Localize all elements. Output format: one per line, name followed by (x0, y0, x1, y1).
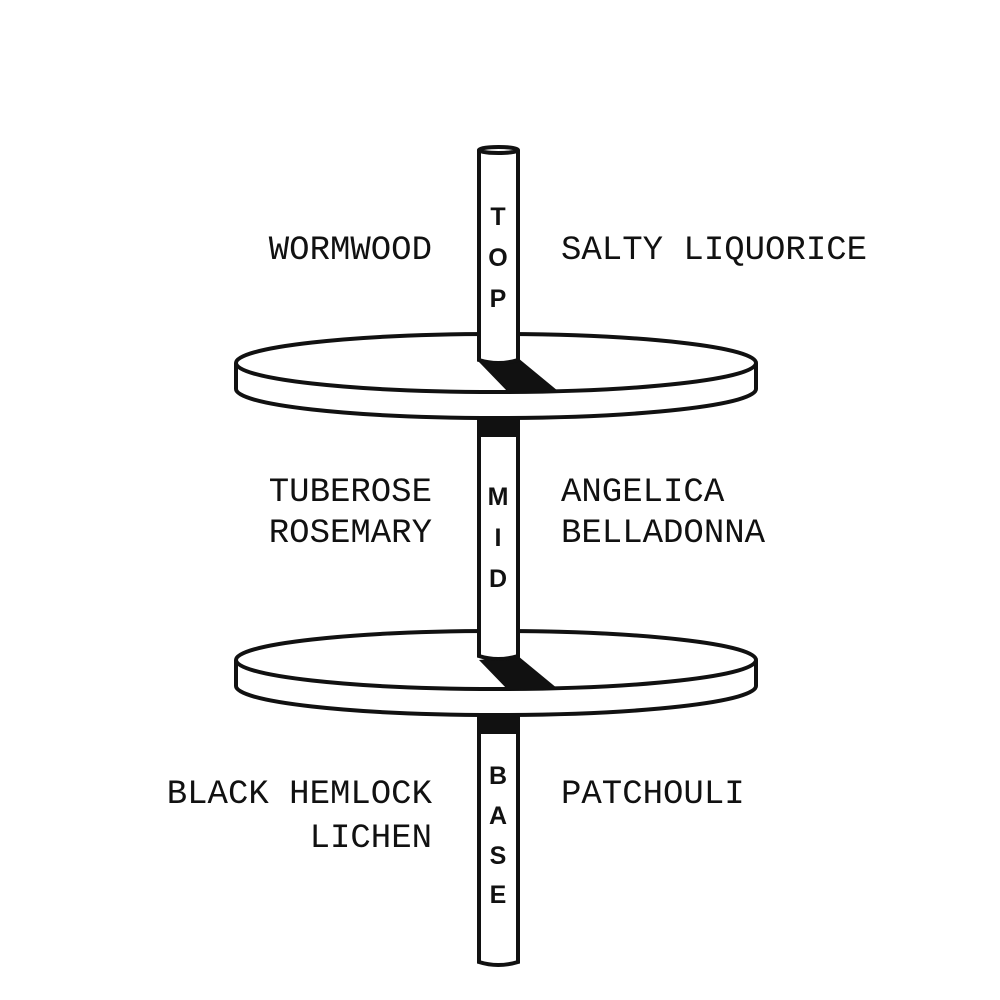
base-rod (477, 716, 520, 967)
lower-disc-shadow (479, 656, 558, 690)
mid-left-note: ROSEMARY (269, 515, 432, 553)
tier-letter: S (490, 842, 507, 870)
mid-right-note: BELLADONNA (561, 515, 766, 553)
mid-right-note: ANGELICA (561, 474, 725, 512)
tier-letter: D (489, 565, 507, 593)
mid-left-note: TUBEROSE (269, 474, 432, 512)
tier-letter: I (495, 524, 502, 552)
base-left-note: LICHEN (310, 820, 432, 858)
top-right-note: SALTY LIQUORICE (561, 232, 867, 270)
base-rod-shadow (479, 716, 518, 734)
base-right-note: PATCHOULI (561, 776, 745, 814)
tier-letter: O (488, 244, 507, 272)
top-left-note: WORMWOOD (269, 232, 432, 270)
tier-letter: P (490, 285, 507, 313)
mid-rod-shadow (479, 418, 518, 437)
tier-letter: M (488, 483, 509, 511)
tier-label-base: B A S E (489, 762, 507, 909)
tier-letter: E (490, 881, 507, 909)
upper-disc-shadow (479, 358, 558, 392)
tier-letter: T (490, 203, 505, 231)
tier-letter: B (489, 762, 507, 790)
top-rod (477, 150, 520, 365)
mid-rod (477, 418, 520, 661)
tier-label-top: T O P (488, 203, 507, 313)
tier-label-mid: M I D (488, 483, 509, 593)
top-rod-opening (477, 145, 520, 155)
tier-letter: A (489, 802, 507, 830)
base-left-note: BLACK HEMLOCK (167, 776, 433, 814)
